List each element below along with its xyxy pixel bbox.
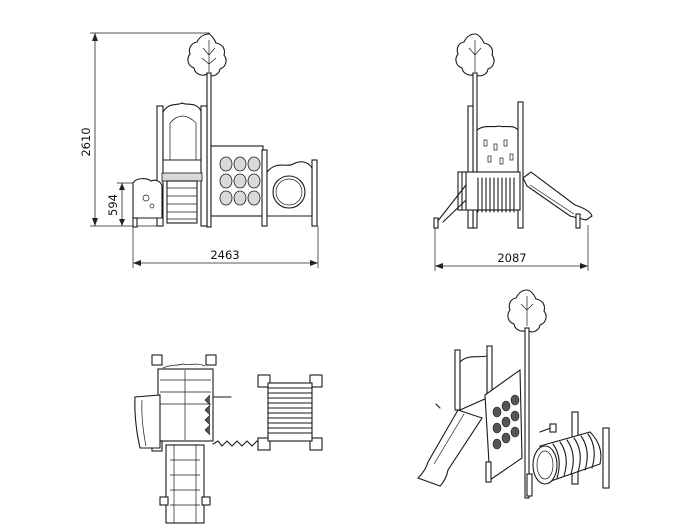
climb-holds [219,156,261,206]
side-tunnel [457,171,521,213]
platform-height-label: 594 [106,194,120,216]
side-width-dimension: 2087 [434,225,589,271]
iso-holds [492,394,520,450]
iso-tunnel [526,411,610,497]
front-view: 2610 594 2463 [79,32,319,268]
height-dimension: 2610 [79,32,210,227]
width-dimension: 2463 [132,226,319,268]
top-view [134,354,323,524]
iso-view [417,289,610,499]
top-tunnel [257,374,323,451]
chain-bridge [204,394,263,447]
side-view: 2087 [433,33,593,271]
width-label: 2463 [210,248,239,262]
height-label: 2610 [79,127,93,156]
side-width-label: 2087 [497,251,526,265]
